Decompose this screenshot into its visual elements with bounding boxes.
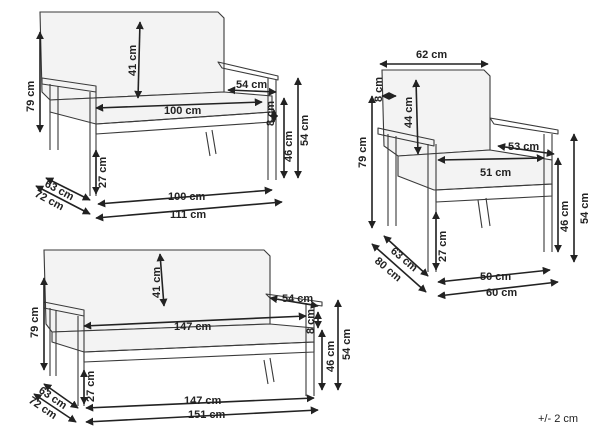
two-seater-labels: 41 cm 79 cm 54 cm 100 cm 8 cm 46 cm 54 c…	[25, 45, 311, 221]
sofa3-arm-width-label: 54 cm	[282, 293, 313, 305]
armchair-outer-width-label: 60 cm	[486, 287, 517, 299]
sofa2-back-height-label: 41 cm	[127, 45, 139, 76]
armchair-back-height-label: 44 cm	[403, 97, 415, 128]
armchair-arm-thickness-label: 8 cm	[373, 77, 385, 102]
armchair-leg-height-label: 27 cm	[437, 231, 449, 262]
armchair-total-width-label: 62 cm	[416, 49, 447, 61]
sofa3-leg-height-label: 27 cm	[85, 371, 97, 402]
sofa2-total-width-label: 111 cm	[170, 209, 206, 221]
sofa2-total-height-label: 79 cm	[25, 81, 37, 112]
armchair-seat-width-label: 51 cm	[480, 167, 511, 179]
armchair-total-height-label: 79 cm	[357, 137, 369, 168]
sofa3-seat-width-label: 147 cm	[174, 321, 212, 333]
sofa3-arm-height-label: 54 cm	[341, 329, 353, 360]
armchair-seat-height-label: 46 cm	[559, 201, 571, 232]
armchair-inner-width-label: 50 cm	[480, 271, 511, 283]
sofa3-total-height-label: 79 cm	[29, 307, 41, 338]
sofa3-total-width-label: 151 cm	[188, 409, 226, 421]
tolerance-note: +/- 2 cm	[538, 413, 578, 425]
dimension-arrows	[33, 21, 578, 426]
two-seater-sofa-drawing	[39, 11, 279, 196]
sofa2-arm-height-label: 54 cm	[299, 115, 311, 146]
armchair-arm-depth-label: 53 cm	[508, 141, 539, 153]
armchair-arm-height-label: 54 cm	[579, 193, 591, 224]
sofa3-seat-height-label: 46 cm	[325, 341, 337, 372]
armchair-drawing	[377, 69, 559, 272]
sofa2-inner-width-label: 100 cm	[168, 191, 206, 203]
sofa2-seat-thickness-label: 8 cm	[265, 101, 277, 126]
sofa3-seat-thickness-label: 8 cm	[305, 309, 317, 334]
sofa3-inner-width-label: 147 cm	[184, 395, 222, 407]
sofa2-seat-width-label: 100 cm	[164, 105, 202, 117]
sofa2-arm-width-label: 54 cm	[236, 79, 267, 91]
sofa2-leg-height-label: 27 cm	[97, 157, 109, 188]
sofa2-seat-height-label: 46 cm	[283, 131, 295, 162]
sofa3-back-height-label: 41 cm	[151, 267, 163, 298]
